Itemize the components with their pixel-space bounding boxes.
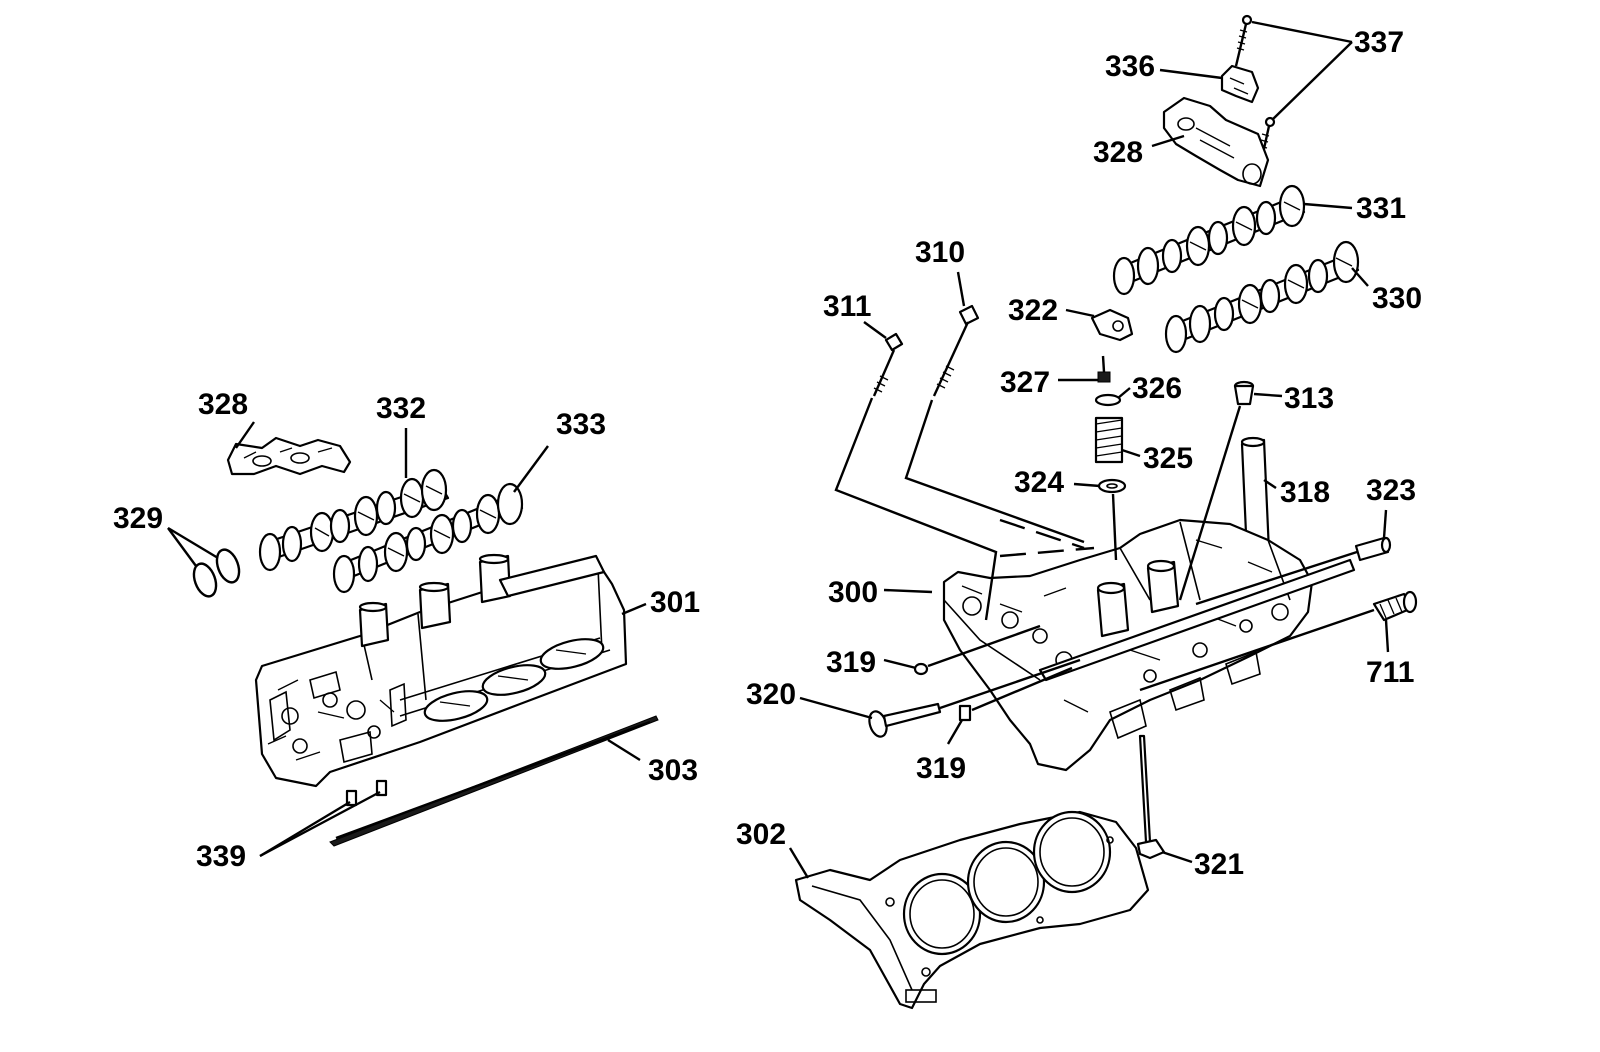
right-head-assembly	[794, 14, 1418, 1010]
plug-313	[1233, 380, 1255, 406]
spring-seat-324	[1097, 478, 1127, 494]
label-301: 301	[650, 586, 700, 619]
cylinder-head-left	[254, 553, 628, 788]
o-rings-329	[192, 548, 241, 598]
camshaft-bearing-cap-right	[1162, 96, 1270, 188]
label-303: 303	[648, 754, 698, 787]
camshaft-bearing-cap-left	[226, 436, 352, 476]
spring-retainer-326	[1094, 393, 1122, 407]
label-327: 327	[1000, 366, 1050, 399]
label-333: 333	[556, 408, 606, 441]
valve-seal-319-upper	[913, 662, 929, 676]
valve-keepers-327	[1097, 355, 1111, 383]
sensor-323	[1354, 536, 1392, 562]
label-302: 302	[736, 818, 786, 851]
leader-lines	[167, 20, 1390, 879]
label-325: 325	[1143, 442, 1193, 475]
valve-321	[1136, 734, 1166, 860]
label-319-upper: 319	[826, 646, 876, 679]
label-322: 322	[1008, 294, 1058, 327]
solenoid-711	[1372, 590, 1418, 622]
camshaft-332	[258, 468, 450, 572]
dowel-pins-339	[345, 779, 388, 807]
label-330: 330	[1372, 282, 1422, 315]
camshaft-333	[332, 482, 524, 594]
label-336: 336	[1105, 50, 1155, 83]
label-332: 332	[376, 392, 426, 425]
bolt-310	[932, 304, 980, 397]
gasket-303	[329, 715, 659, 847]
label-329: 329	[113, 502, 163, 535]
label-324: 324	[1014, 466, 1064, 499]
label-318: 318	[1280, 476, 1330, 509]
label-320: 320	[746, 678, 796, 711]
valve-320	[868, 702, 942, 738]
label-310: 310	[915, 236, 965, 269]
label-300: 300	[828, 576, 878, 609]
cylinder-head-right	[942, 518, 1356, 772]
label-321: 321	[1194, 848, 1244, 881]
label-326: 326	[1132, 372, 1182, 405]
label-328-right: 328	[1093, 136, 1143, 169]
camshaft-330	[1164, 240, 1360, 354]
rocker-arm-322	[1090, 308, 1134, 342]
bearing-cap-336	[1220, 64, 1260, 104]
valve-seal-319-lower	[958, 704, 972, 722]
label-331: 331	[1356, 192, 1406, 225]
label-711: 711	[1366, 656, 1414, 689]
label-319-lower: 319	[916, 752, 966, 785]
camshaft-331	[1112, 184, 1306, 296]
label-311: 311	[823, 290, 871, 323]
label-323: 323	[1366, 474, 1416, 507]
label-313: 313	[1284, 382, 1334, 415]
valve-spring-325	[1094, 416, 1124, 464]
callout-labels: 337 336 328 331 310 330 311 322 327 326 …	[113, 26, 1422, 881]
label-328-left: 328	[198, 388, 248, 421]
head-gasket-302	[794, 810, 1150, 1010]
label-337: 337	[1354, 26, 1404, 59]
label-339: 339	[196, 840, 246, 873]
left-head-assembly	[192, 436, 659, 847]
bolt-311	[872, 332, 904, 397]
